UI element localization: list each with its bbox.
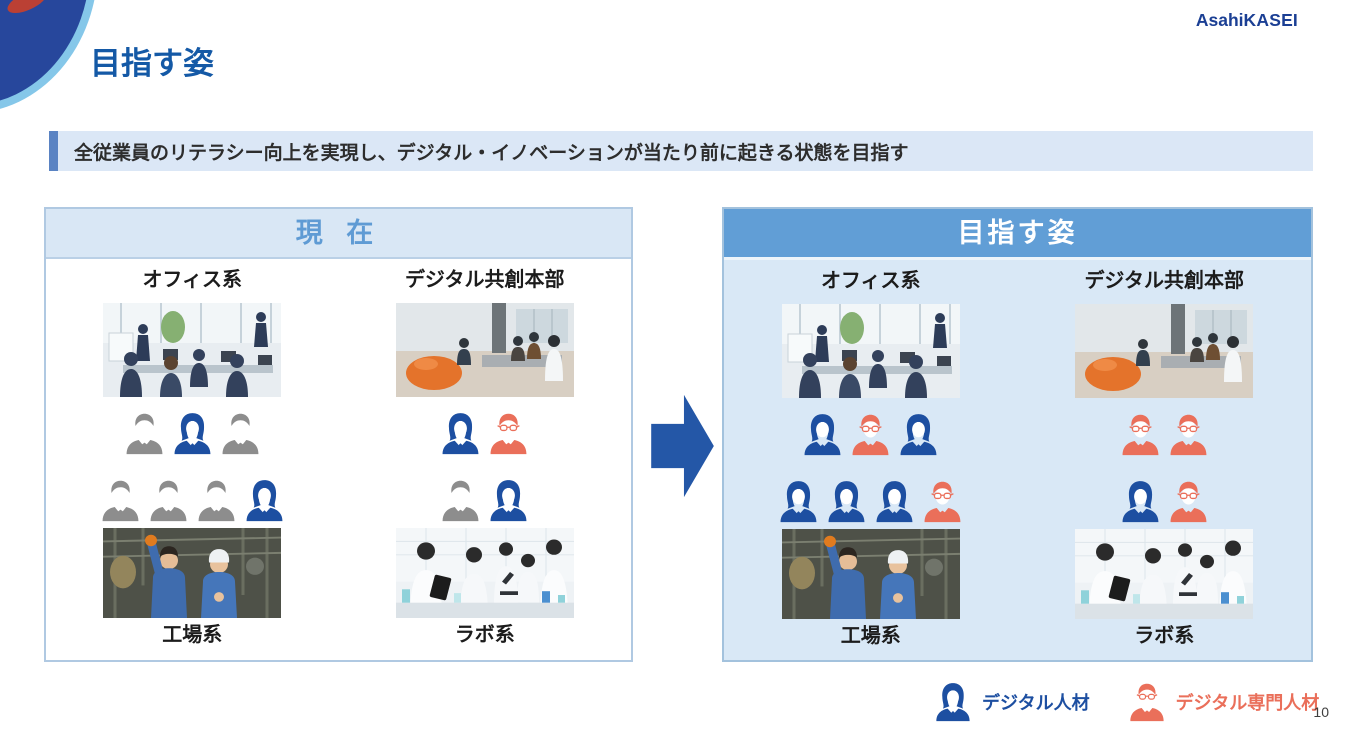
digital-specialist-person-icon	[1128, 678, 1166, 725]
group-current-lab: ラボ系	[339, 460, 632, 661]
group-label: ラボ系	[454, 623, 515, 646]
digital-talent-person-icon	[826, 475, 867, 527]
panel-current: 現 在 オフィス系 デジタル共創本部 工場系	[44, 207, 633, 662]
group-target-factory: 工場系	[724, 461, 1018, 662]
cocreation-photo	[396, 303, 574, 397]
logo-asahi-text: Asahi	[1195, 10, 1244, 30]
person-icon-row	[1120, 408, 1209, 460]
digital-specialist-person-icon	[1120, 408, 1161, 460]
group-current-factory: 工場系	[46, 460, 339, 661]
group-target-office: オフィス系	[724, 260, 1018, 461]
person-icon-row	[778, 475, 963, 527]
office-photo	[103, 303, 281, 397]
group-label: オフィス系	[142, 269, 243, 291]
group-target-cocreation: デジタル共創本部	[1018, 260, 1312, 461]
digital-talent-person-icon	[898, 408, 939, 460]
group-label: デジタル共創本部	[404, 269, 565, 291]
logo-kasei-text: KASEI	[1243, 10, 1298, 30]
person-icon-row	[1120, 475, 1209, 527]
digital-talent-person-icon	[244, 474, 285, 526]
employee-person-icon	[440, 474, 481, 526]
employee-person-icon	[148, 474, 189, 526]
office-photo	[782, 304, 960, 398]
group-label: オフィス系	[820, 270, 921, 292]
factory-photo	[782, 529, 960, 619]
digital-talent-person-icon	[778, 475, 819, 527]
person-icon-row	[124, 407, 261, 459]
lab-photo	[1075, 529, 1253, 619]
digital-talent-person-icon	[488, 474, 529, 526]
corner-swoosh-decoration	[0, 0, 90, 105]
page-title: 目指す姿	[90, 46, 214, 81]
employee-person-icon	[220, 407, 261, 459]
digital-specialist-person-icon	[1168, 408, 1209, 460]
employee-person-icon	[100, 474, 141, 526]
digital-specialist-person-icon	[488, 407, 529, 459]
group-label: 工場系	[840, 624, 901, 647]
digital-specialist-person-icon	[922, 475, 963, 527]
group-current-office: オフィス系	[46, 259, 339, 460]
legend-item-digital-specialist: デジタル専門人材	[1128, 678, 1320, 725]
group-label: 工場系	[162, 623, 223, 646]
digital-talent-person-icon	[934, 678, 972, 725]
subtitle-banner: 全従業員のリテラシー向上を実現し、デジタル・イノベーションが当たり前に起きる状態…	[49, 131, 1313, 171]
person-icon-row	[100, 474, 285, 526]
employee-person-icon	[124, 407, 165, 459]
digital-talent-person-icon	[172, 407, 213, 459]
legend-item-digital-talent: デジタル人材	[934, 678, 1090, 725]
digital-talent-person-icon	[440, 407, 481, 459]
panel-current-header: 現 在	[46, 209, 631, 259]
group-label: ラボ系	[1134, 624, 1195, 647]
digital-specialist-person-icon	[1168, 475, 1209, 527]
page-number: 10	[1313, 704, 1329, 720]
digital-specialist-person-icon	[850, 408, 891, 460]
panel-current-body: オフィス系 デジタル共創本部 工場系 ラ	[46, 259, 631, 660]
group-label: デジタル共創本部	[1084, 270, 1245, 292]
group-target-lab: ラボ系	[1018, 461, 1312, 662]
subtitle-text: 全従業員のリテラシー向上を実現し、デジタル・イノベーションが当たり前に起きる状態…	[74, 142, 909, 164]
lab-photo	[396, 528, 574, 618]
transition-arrow-icon	[651, 393, 715, 499]
panel-target-body: オフィス系 デジタル共創本部 工場系 ラ	[724, 260, 1311, 661]
employee-person-icon	[196, 474, 237, 526]
person-icon-row	[440, 407, 529, 459]
panel-target: 目指す姿 オフィス系 デジタル共創本部 工場系	[722, 207, 1313, 662]
cocreation-photo	[1075, 304, 1253, 398]
digital-talent-person-icon	[802, 408, 843, 460]
group-current-cocreation: デジタル共創本部	[339, 259, 632, 460]
digital-talent-person-icon	[1120, 475, 1161, 527]
panel-target-header: 目指す姿	[724, 209, 1311, 260]
asahi-kasei-logo: AsahiKASEI	[1196, 10, 1298, 31]
digital-talent-person-icon	[874, 475, 915, 527]
legend: デジタル人材 デジタル専門人材	[934, 678, 1319, 725]
person-icon-row	[802, 408, 939, 460]
legend-label: デジタル専門人材	[1175, 692, 1320, 713]
factory-photo	[103, 528, 281, 618]
person-icon-row	[440, 474, 529, 526]
legend-label: デジタル人材	[982, 692, 1090, 713]
